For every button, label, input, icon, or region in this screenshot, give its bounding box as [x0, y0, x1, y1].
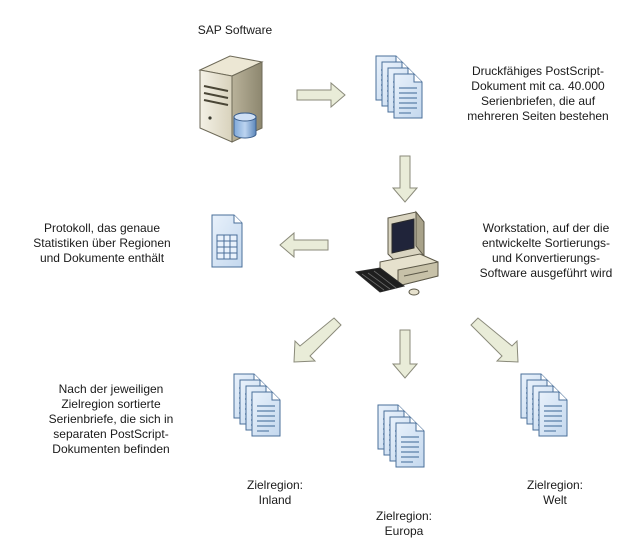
postscript-document-label: Druckfähiges PostScript- Dokument mit ca…: [467, 64, 609, 123]
protocol-label: Protokoll, das genaue Statistiken über R…: [33, 221, 171, 265]
arrow-workstation-to-welt: [470, 317, 519, 363]
arrow-workstation-to-protocol: [279, 231, 329, 259]
protocol-document-icon: [211, 214, 243, 268]
arrow-server-to-postscript: [296, 81, 346, 109]
inland-documents-icon: [234, 374, 280, 436]
workstation-label: Workstation, auf der die entwickelte Sor…: [479, 221, 613, 280]
region-inland-label: Zielregion: Inland: [246, 478, 304, 507]
welt-documents-icon: [521, 374, 567, 436]
sap-software-label: SAP Software: [197, 23, 273, 37]
postscript-documents-icon: [376, 56, 422, 118]
workstation-computer-icon: [354, 210, 439, 296]
sorted-letters-label: Nach der jeweiligen Zielregion sortierte…: [48, 382, 174, 456]
arrow-workstation-to-inland: [293, 317, 342, 363]
europa-documents-icon: [378, 405, 424, 467]
region-welt-label: Zielregion: Welt: [526, 478, 584, 507]
arrow-workstation-to-europa: [391, 329, 419, 379]
arrow-postscript-to-workstation: [391, 155, 419, 203]
region-europa-label: Zielregion: Europa: [375, 509, 433, 538]
sap-server-icon: [198, 55, 264, 143]
